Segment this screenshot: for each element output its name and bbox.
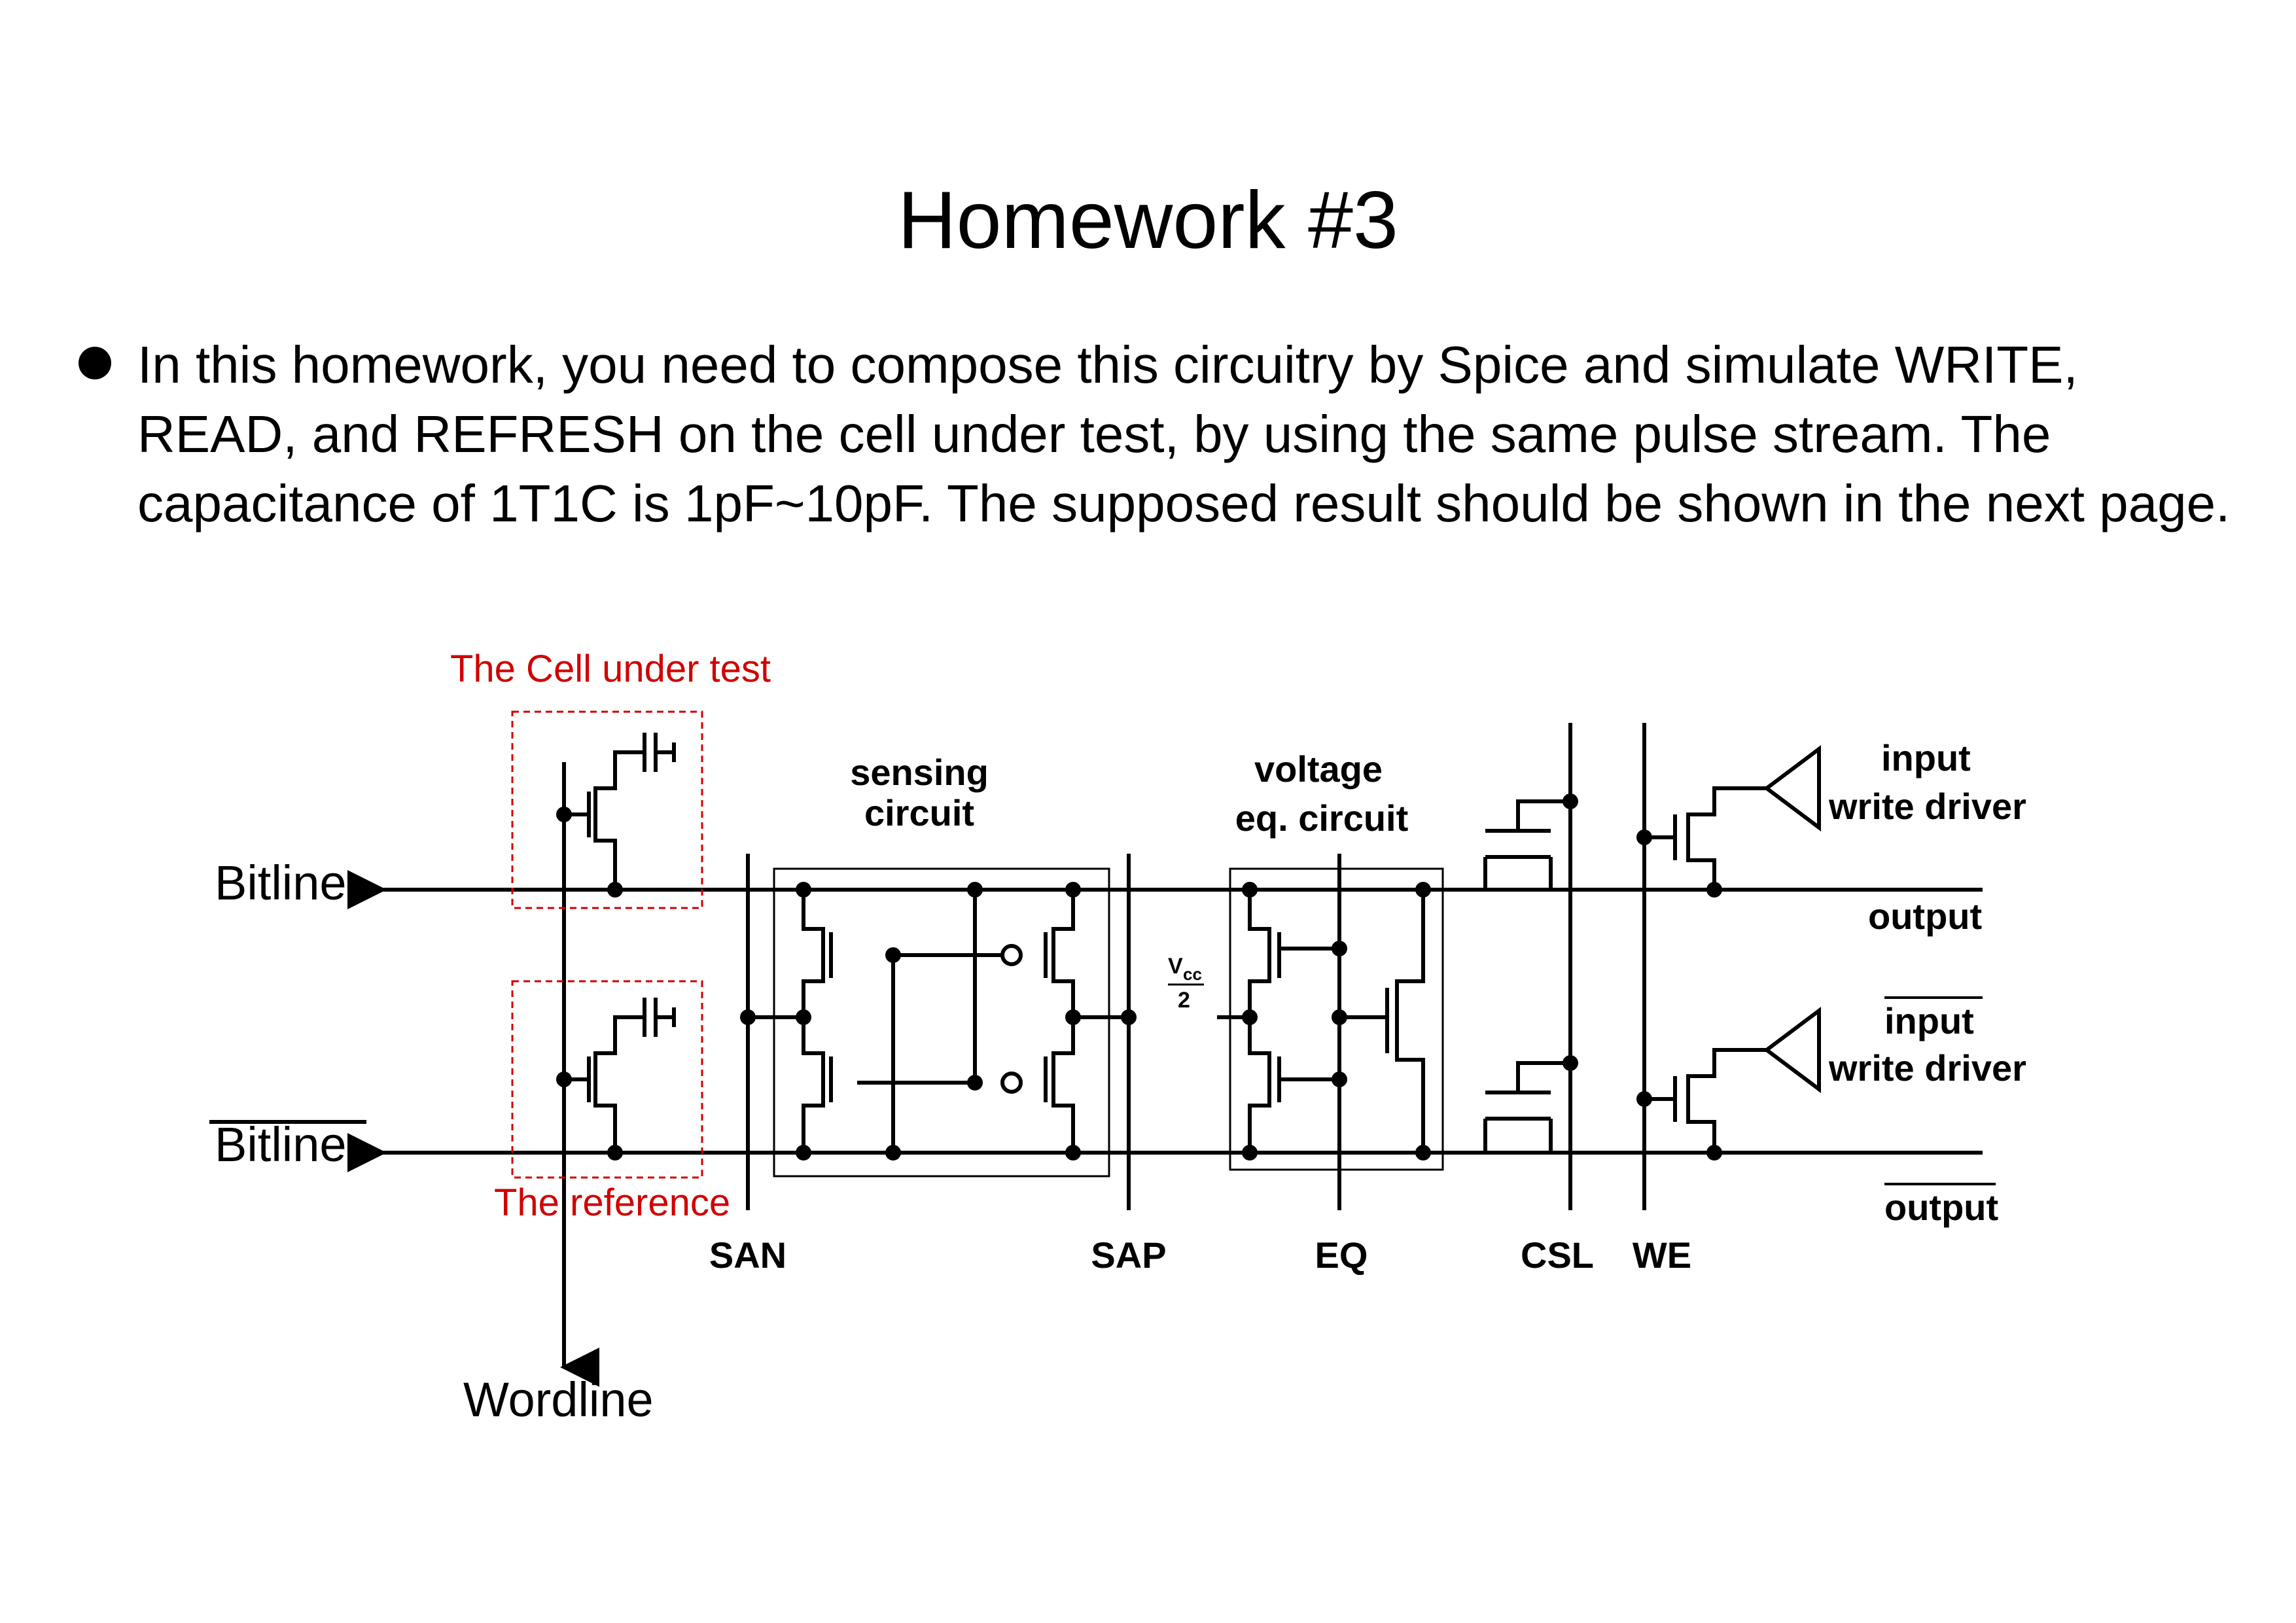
voltage-label-1: voltage (1254, 748, 1383, 790)
sensing-label-2: circuit (864, 792, 974, 833)
san-label: SAN (709, 1234, 786, 1276)
input-2-label: input (1884, 1000, 1974, 1041)
voltage-label-2: eq. circuit (1235, 797, 1409, 839)
sensing-circuit-box (773, 867, 1110, 1178)
output-1-label: output (1868, 896, 1982, 937)
vcc-label: V (1168, 954, 1183, 979)
cell-under-test-box (511, 710, 703, 909)
bitline-bar-label: Bitline (215, 1117, 347, 1172)
cell-under-test-label: The Cell under test (450, 648, 771, 690)
sap-label: SAP (1091, 1234, 1166, 1276)
page-title: Homework #3 (898, 175, 1398, 266)
reference-label: The reference (494, 1181, 730, 1224)
csl-label: CSL (1521, 1234, 1594, 1276)
write-driver-2-label: write driver (1828, 1047, 2026, 1089)
write-driver-1-triangle (1763, 745, 1821, 831)
bullet-dot (79, 347, 111, 379)
write-driver-2-triangle (1763, 1007, 1821, 1093)
input-1-label: input (1881, 737, 1971, 778)
sensing-label-1: sensing (850, 752, 989, 793)
vcc-sub-label: cc (1183, 964, 1202, 984)
eq-label: EQ (1315, 1234, 1368, 1276)
write-driver-1-label: write driver (1828, 786, 2026, 827)
wordline-label: Wordline (463, 1372, 654, 1427)
reference-cell-box (511, 980, 703, 1179)
bitline-label: Bitline (215, 856, 347, 910)
bullet-text: In this homework, you need to compose th… (137, 336, 2231, 532)
vcc-den-label: 2 (1178, 988, 1190, 1013)
output-2-label: output (1884, 1187, 1998, 1228)
we-label: WE (1633, 1234, 1691, 1276)
